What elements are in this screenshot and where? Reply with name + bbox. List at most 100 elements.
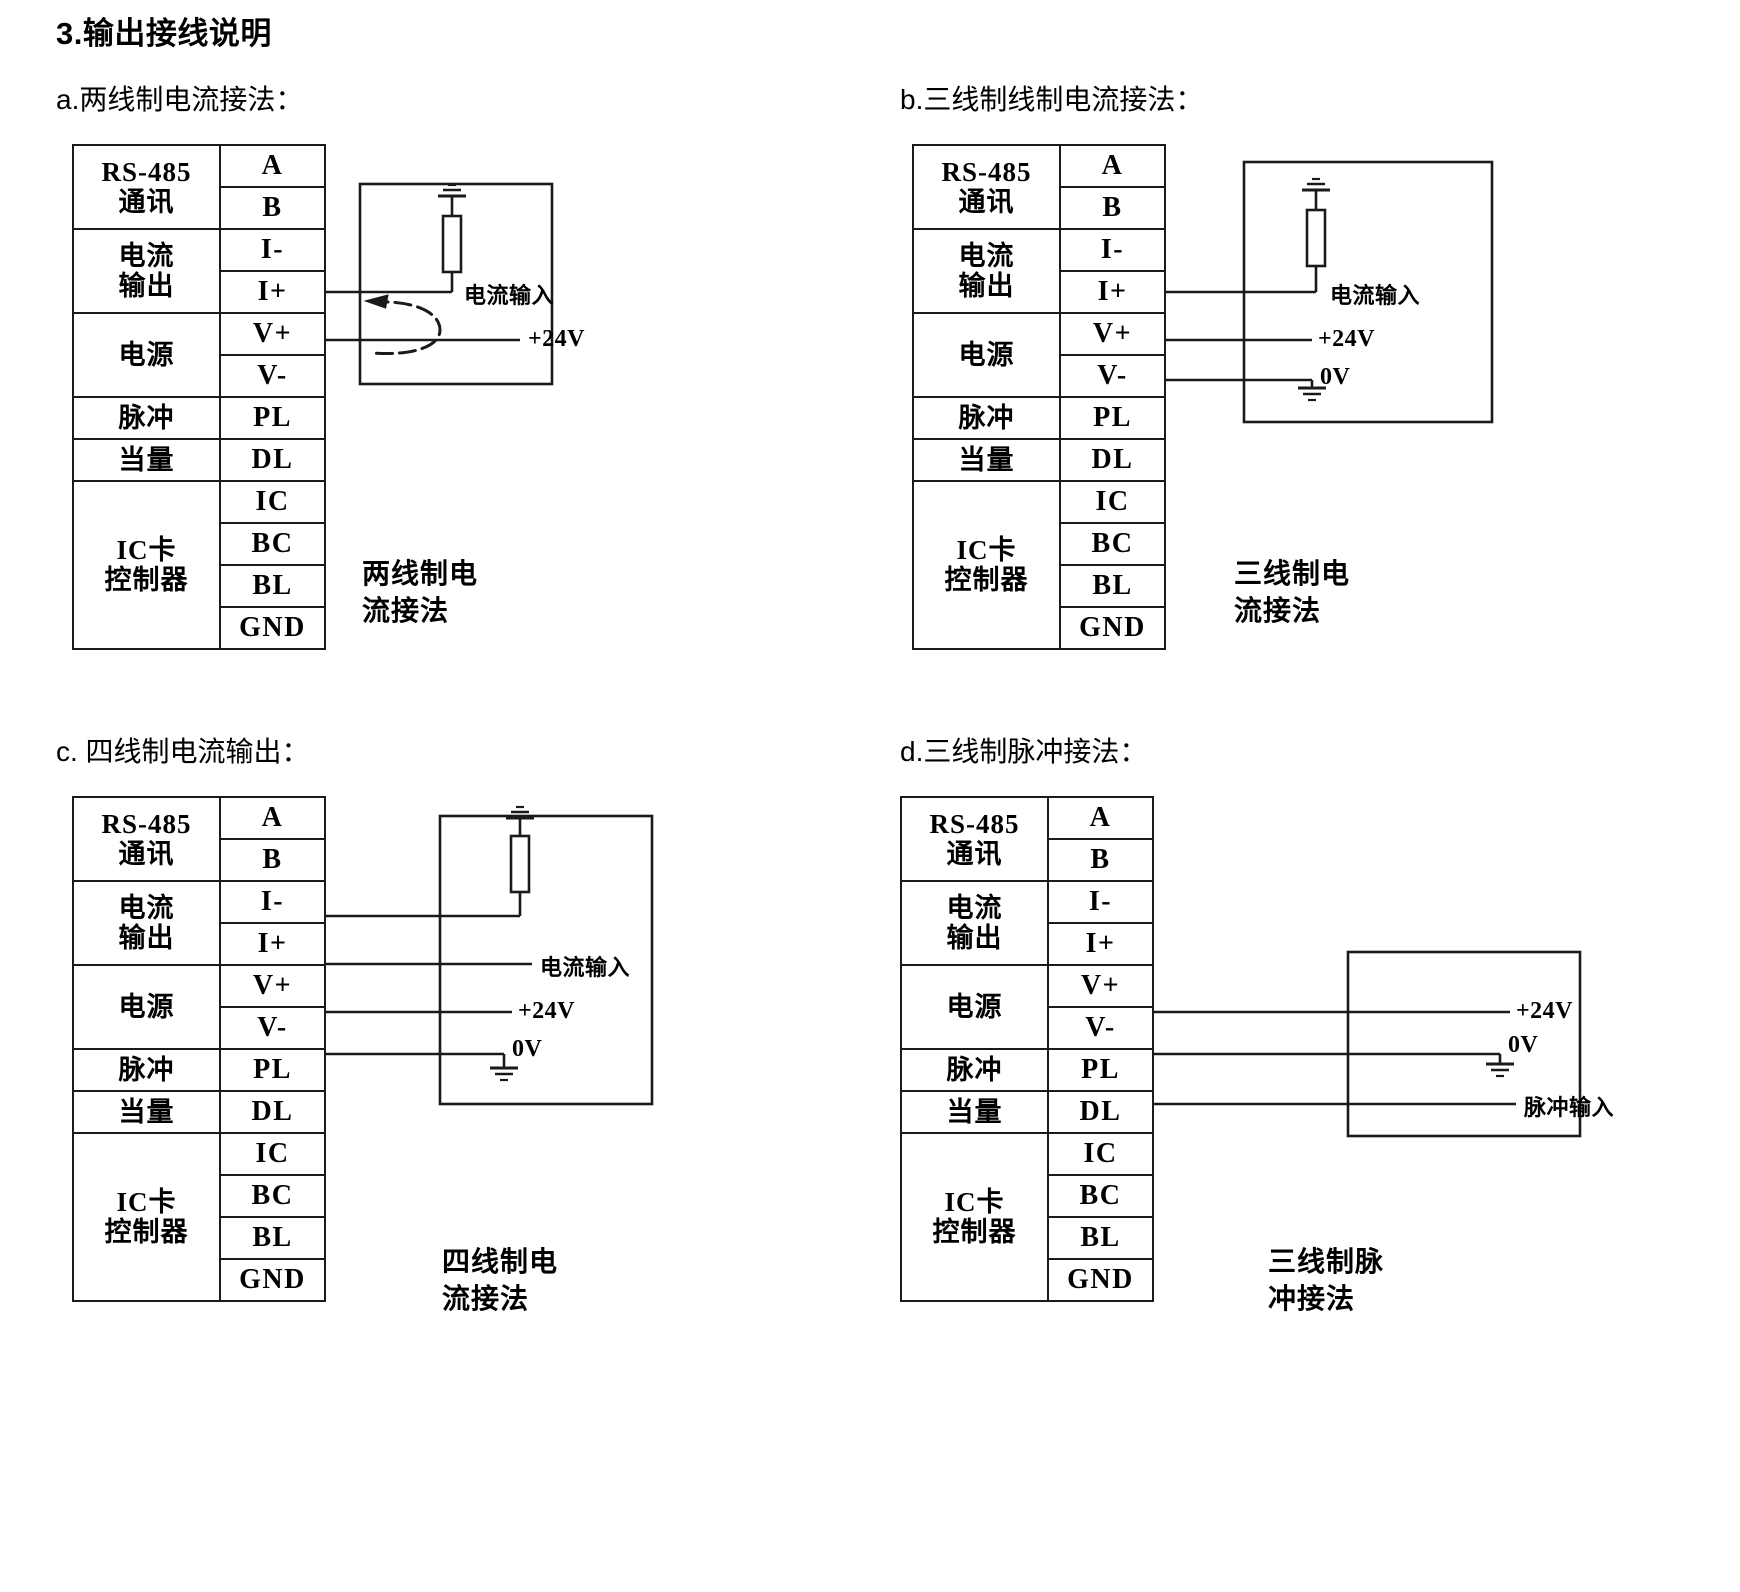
terminal-pin-iminus: I- [219,880,326,924]
terminal-pin-ic: IC [1059,480,1166,524]
device-box [438,814,654,1106]
resistor-symbol [1305,208,1327,268]
terminal-group-label: 电源 [72,964,221,1050]
terminal-pin-vminus: V- [219,354,326,398]
terminal-pin-ic: IC [219,480,326,524]
terminal-row: BC [73,522,326,566]
caption-d: 三线制脉 冲接法 [1268,1246,1385,1314]
terminal-pin-iplus: I+ [219,922,326,966]
terminal-group-label: 电源 [912,312,1061,398]
label-current-input-a: 电流输入 [464,283,555,308]
terminal-row: GND [901,1258,1154,1302]
resistor-symbol [441,214,463,274]
terminal-pin-vplus: V+ [1047,964,1154,1008]
terminal-pin-iplus: I+ [219,270,326,314]
terminal-pin-dl: DL [219,438,326,482]
terminal-pin-b: B [1047,838,1154,882]
terminal-row: BL [73,1216,326,1260]
terminal-pin-pl: PL [219,396,326,440]
terminal-group-label: 当量 [900,1090,1049,1134]
terminal-pin-vplus: V+ [219,964,326,1008]
terminal-pin-dl: DL [219,1090,326,1134]
section-heading-d: d.三线制脉冲接法： [900,736,1148,767]
label-24v-b: +24V [1318,326,1376,352]
terminal-row: GND [73,1258,326,1302]
terminal-pin-ic: IC [1047,1132,1154,1176]
label-current-input-c: 电流输入 [540,955,631,980]
terminal-pin-iminus: I- [1059,228,1166,272]
terminal-group-label: IC卡控制器 [72,480,221,650]
terminal-pin-bl: BL [1059,564,1166,608]
terminal-group-label: 电流输出 [912,228,1061,314]
terminal-group-label: 电源 [72,312,221,398]
terminal-pin-bc: BC [219,1174,326,1218]
terminal-pin-vminus: V- [219,1006,326,1050]
terminal-pin-iminus: I- [219,228,326,272]
terminal-group-label: 电源 [900,964,1049,1050]
terminal-row: I+ [73,270,326,314]
terminal-row: V- [901,1006,1154,1050]
terminal-pin-vminus: V- [1047,1006,1154,1050]
terminal-pin-b: B [219,838,326,882]
terminal-pin-a: A [219,144,326,188]
terminal-pin-iplus: I+ [1059,270,1166,314]
label-24v-c: +24V [518,998,576,1024]
terminal-pin-bc: BC [1059,522,1166,566]
terminal-row: BC [73,1174,326,1218]
label-0v-c: 0V [512,1036,543,1062]
terminal-pin-vplus: V+ [219,312,326,356]
label-24v-a: +24V [528,326,586,352]
terminal-group-label: IC卡控制器 [72,1132,221,1302]
terminal-pin-pl: PL [219,1048,326,1092]
terminal-pin-vplus: V+ [1059,312,1166,356]
terminal-group-label: 电流输出 [72,880,221,966]
section-heading-c: c. 四线制电流输出： [56,736,310,767]
terminal-row: I+ [913,270,1166,314]
terminal-pin-bl: BL [219,564,326,608]
label-0v-d: 0V [1508,1032,1539,1058]
terminal-pin-a: A [1047,796,1154,840]
terminal-pin-gnd: GND [219,1258,326,1302]
terminal-row: BC [913,522,1166,566]
terminal-pin-bl: BL [219,1216,326,1260]
caption-b: 三线制电 流接法 [1234,558,1351,626]
terminal-row: BL [913,564,1166,608]
wiring-schematic-c [324,805,654,1106]
terminal-pin-bc: BC [1047,1174,1154,1218]
terminal-row: BL [73,564,326,608]
terminal-pin-dl: DL [1059,438,1166,482]
terminal-pin-pl: PL [1059,396,1166,440]
terminal-group-label: 脉冲 [912,396,1061,440]
terminal-pin-vminus: V- [1059,354,1166,398]
device-box [1346,950,1582,1138]
terminal-row: B [913,186,1166,230]
terminal-row: V- [73,354,326,398]
terminal-row: BL [901,1216,1154,1260]
terminal-pin-b: B [219,186,326,230]
terminal-row: V- [73,1006,326,1050]
terminal-group-label: IC卡控制器 [912,480,1061,650]
resistor-symbol [509,834,531,894]
